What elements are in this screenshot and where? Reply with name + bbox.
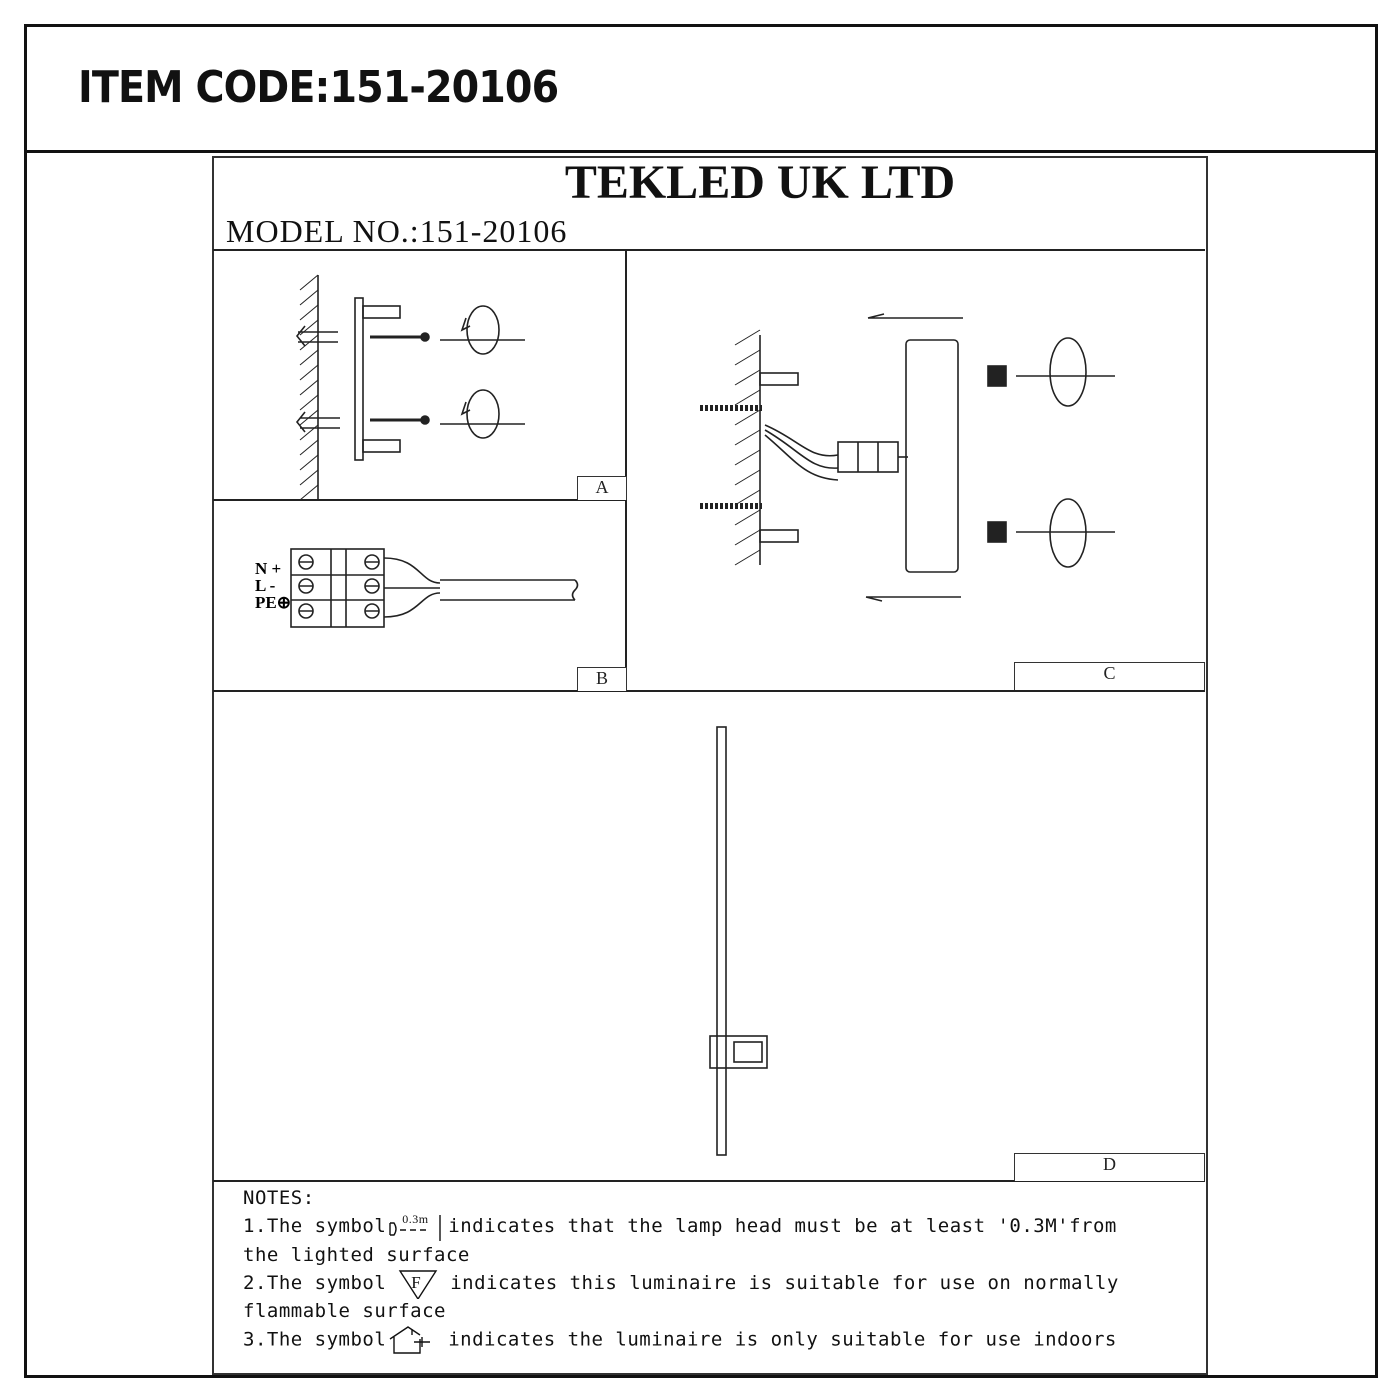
distance-symbol-icon: 0.3m xyxy=(386,1212,448,1241)
note-text: indicates the luminaire is only suitable… xyxy=(448,1328,1117,1351)
panel-c-label: C xyxy=(1014,662,1205,690)
item-code: ITEM CODE:151-20106 xyxy=(78,62,559,113)
panel-a-drawing xyxy=(295,274,525,501)
note-1-cont: the lighted surface xyxy=(243,1243,470,1266)
polarity-minus: - xyxy=(269,576,276,595)
panel-c-drawing xyxy=(700,313,1115,602)
panel-b-drawing xyxy=(290,548,579,628)
terminal-labels: N + L - PE⊕ xyxy=(255,560,291,611)
note-3: 3.The symbol indicates the luminaire is … xyxy=(243,1325,1119,1355)
note-text: indicates that the lamp head must be at … xyxy=(448,1215,1117,1237)
panel-b-label: B xyxy=(577,667,627,691)
polarity-plus: + xyxy=(271,559,282,578)
note-prefix: 3.The symbol xyxy=(243,1328,387,1351)
terminal-l: L xyxy=(255,576,266,595)
indoor-use-house-icon xyxy=(386,1325,436,1355)
earth-symbol: ⊕ xyxy=(276,593,291,612)
panel-d-drawing xyxy=(709,726,768,1156)
notes-title: NOTES: xyxy=(243,1187,315,1209)
panel-d-label: D xyxy=(1014,1153,1205,1181)
note-prefix: 1.The symbol xyxy=(243,1215,387,1237)
panel-a-label: A xyxy=(577,476,627,500)
note-text: indicates this luminaire is suitable for… xyxy=(450,1271,1119,1294)
company-name: TEKLED UK LTD xyxy=(564,156,956,209)
note-1: 1.The symbol 0.3m indicates that the lam… xyxy=(243,1212,1119,1241)
terminal-n: N xyxy=(255,559,268,578)
note-prefix: 2.The symbol xyxy=(243,1271,387,1294)
terminal-pe: PE xyxy=(255,593,277,612)
instruction-document xyxy=(212,156,1208,1375)
note-2: 2.The symbol F indicates this luminaire … xyxy=(243,1269,1119,1301)
model-number: MODEL NO.:151-20106 xyxy=(226,213,568,249)
note-2-cont: flammable surface xyxy=(243,1300,446,1322)
notes-section: NOTES: 1.The symbol 0.3m indicates that … xyxy=(243,1184,1119,1355)
distance-value: 0.3m xyxy=(402,1211,429,1226)
flammable-surface-symbol-icon: F xyxy=(398,1269,438,1301)
outer-frame xyxy=(24,24,1378,1378)
flammable-letter: F xyxy=(411,1273,422,1292)
header-divider xyxy=(24,150,1376,153)
panel-dividers xyxy=(213,249,1205,1182)
